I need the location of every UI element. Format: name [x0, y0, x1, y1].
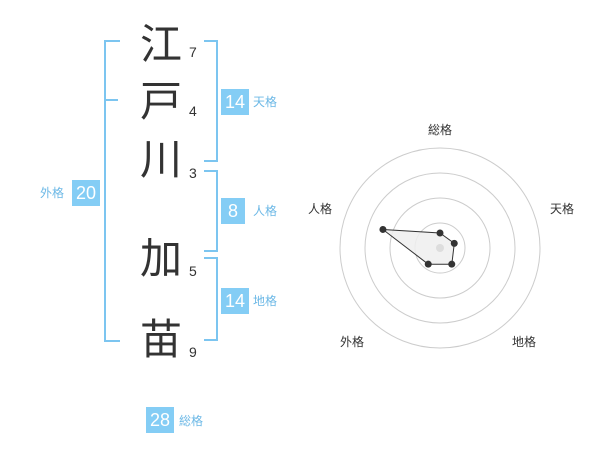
gaikaku-bracket — [104, 40, 120, 342]
radar-point — [424, 260, 432, 268]
gaikaku-label: 外格 — [40, 186, 65, 200]
soukaku-value: 28 — [146, 407, 174, 433]
soukaku-label: 総格 — [179, 414, 204, 428]
radar-rings — [339, 147, 541, 349]
stroke-count-4: 5 — [189, 263, 197, 279]
chikaku-bracket — [204, 257, 218, 341]
radar-ring — [339, 147, 541, 349]
name-char-2: 戸 — [140, 77, 183, 126]
gaikaku-value: 20 — [72, 180, 100, 206]
name-char-5: 苗 — [140, 315, 183, 364]
name-char-1: 江 — [140, 20, 183, 69]
radar-point — [379, 225, 387, 233]
radar-axis-label-jinkaku: 人格 — [308, 201, 332, 216]
stroke-count-1: 7 — [189, 44, 197, 60]
stroke-count-5: 9 — [189, 344, 197, 360]
tenkaku-value: 14 — [221, 89, 249, 115]
jinkaku-bracket — [204, 170, 218, 252]
radar-center-dot — [436, 244, 444, 252]
stroke-count-2: 4 — [189, 103, 197, 119]
radar-axis-label-soukaku: 総格 — [428, 122, 452, 137]
name-char-4: 加 — [140, 234, 183, 283]
radar-chart: 総格 天格 地格 外格 人格 — [308, 122, 574, 349]
radar-point — [450, 239, 458, 247]
radar-axis-label-tenkaku: 天格 — [550, 201, 574, 216]
chikaku-label: 地格 — [253, 294, 278, 308]
chikaku-value: 14 — [221, 288, 249, 314]
radar-points — [379, 225, 458, 268]
stroke-count-3: 3 — [189, 165, 197, 181]
radar-ring — [364, 172, 516, 324]
radar-ring — [389, 197, 491, 299]
jinkaku-label: 人格 — [253, 204, 278, 218]
radar-axis-label-gaikaku: 外格 — [340, 334, 364, 349]
radar-axis-label-chikaku: 地格 — [512, 334, 536, 349]
tenkaku-label: 天格 — [253, 95, 278, 109]
jinkaku-value: 8 — [221, 198, 245, 224]
gaikaku-tick — [104, 99, 118, 101]
tenkaku-bracket — [204, 40, 218, 162]
radar-point — [436, 229, 444, 237]
radar-point — [448, 260, 456, 268]
name-char-3: 川 — [140, 135, 183, 184]
